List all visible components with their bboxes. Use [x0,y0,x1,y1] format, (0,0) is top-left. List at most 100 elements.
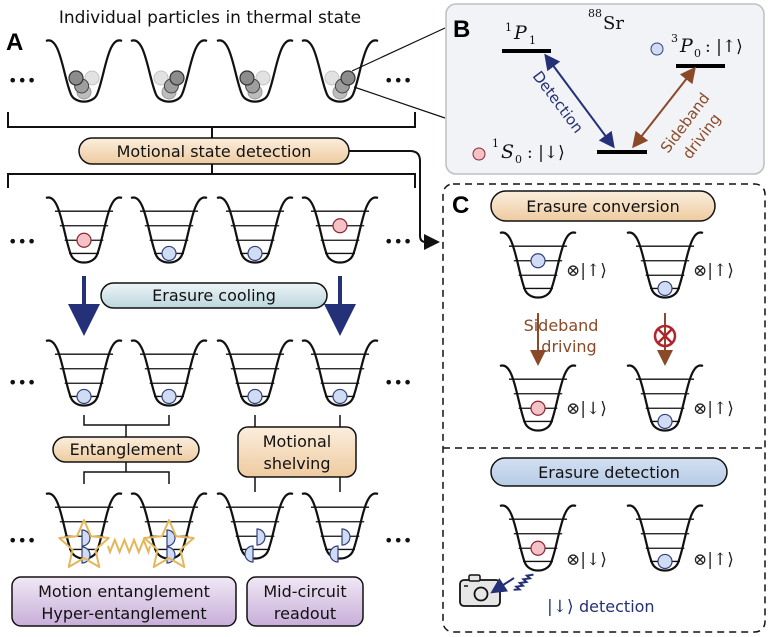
panel-b-letter: B [453,16,470,43]
detected-wells-row [45,196,379,264]
blue-particle-icon [657,553,673,570]
potential-well [216,39,294,103]
thermal-well [130,39,208,103]
c-sideband-label-line2: driving [541,337,596,356]
erasure-cooling-box [100,282,328,309]
potential-well [216,196,294,264]
up-state-particle-icon [650,42,664,56]
blue-particle-icon [332,388,348,405]
potential-well [301,39,379,103]
erasure-conversion-label: Erasure conversion [526,197,679,216]
blue-particle-icon [247,388,263,405]
half-qubit-icon [256,528,266,546]
mid-circuit-readout-box [246,576,364,627]
level-1p1-label: P [513,22,528,44]
level-1s0-state: : |↓⟩ [527,143,565,163]
panel-a-letter: A [6,29,23,56]
half-qubit-icon [244,545,254,563]
ellipsis-right-row3: ••• [384,373,412,392]
potential-well [130,339,208,407]
blue-particle-icon [530,253,546,269]
potential-well [130,196,208,264]
potential-well [499,504,577,572]
ellipsis-left-row2: ••• [8,232,36,251]
isotope-symbol: Sr [603,13,624,34]
entanglement-burst-icon [58,519,110,569]
panel-c-letter: C [452,192,469,219]
ellipsis-right-row4: ••• [384,531,412,550]
connector-to-panel-c [349,150,440,250]
final-well [130,492,208,569]
panel-c-border [442,183,766,633]
potential-well [626,504,704,572]
potential-well [45,339,123,407]
panel-a: A Individual particles in thermal state … [6,8,440,627]
thermal-particle-icon [84,70,100,86]
potential-well [499,364,577,432]
mid-circuit-label: Mid-circuit [263,582,346,601]
potential-well [301,339,379,407]
isotope-mass: 88 [588,7,602,20]
final-wells-row [45,492,379,569]
ellipsis-right-row2: ••• [384,232,412,251]
level-1p1-sub: 1 [529,34,536,47]
panel-c: C Erasure conversion ⊗|↑⟩⊗|↓⟩⊗|↓⟩⊗|↑⟩⊗|↑… [442,183,766,633]
thermal-well [216,39,294,103]
red-particle-icon [332,218,348,234]
cooled-well [45,339,123,407]
level-1s0-sup: 1 [492,137,499,150]
motional-shelving-box [237,426,357,478]
half-qubit-icon [329,545,339,563]
panel-c-wells: ⊗|↑⟩⊗|↓⟩⊗|↓⟩⊗|↑⟩⊗|↑⟩⊗|↑⟩ [499,231,734,572]
photon-wave-icon [513,573,534,591]
conversion-well-before [626,231,704,299]
red-particle-icon [530,540,546,556]
state-ket-label: ⊗|↑⟩ [566,261,607,281]
down-detection-ket: |↓⟩ [547,597,574,617]
potential-well [626,231,704,299]
potential-well [216,492,294,560]
thermal-wells-row [45,39,379,103]
blue-particle-icon [657,280,673,297]
bracket-entanglement [83,415,170,437]
thermal-particle-icon [239,70,255,86]
forbidden-transition-icon [653,324,677,348]
down-state-particle-icon [472,147,486,161]
shelving-connectors [254,415,341,427]
entanglement-label: Entanglement [70,440,183,459]
panel-b: B 88 Sr 1 P 1 3 P 0 : |↑⟩ 1 S 0 : |↓⟩ De… [445,3,765,175]
detected-well [216,196,294,264]
level-1s0-sub: 0 [515,153,522,166]
conversion-well-after [626,364,704,432]
red-particle-icon [76,232,92,248]
c-sideband-label-line1: Sideband [524,316,599,335]
cooled-wells-row [45,339,379,407]
thermal-particle-icon [255,70,271,86]
state-ket-label: ⊗|↑⟩ [693,399,734,419]
potential-well [626,364,704,432]
blue-particle-icon [161,388,177,405]
conversion-well-after [499,364,577,432]
bracket-thermal [7,112,416,138]
blue-particle-icon [657,413,673,430]
potential-well [45,196,123,264]
potential-well [45,39,123,103]
erasure-conversion-box [490,190,716,222]
erasure-detection-label: Erasure detection [538,463,680,482]
motional-shelving-label-line2: shelving [264,454,331,473]
camera-icon [459,574,501,607]
final-well [301,492,379,563]
detected-well [45,196,123,264]
ellipsis-right-row1: ••• [384,71,412,90]
motional-state-detection-label: Motional state detection [117,142,312,161]
thermal-well [301,39,379,103]
potential-well [301,492,379,560]
level-3p0-label: P [679,35,694,57]
half-qubit-icon [341,528,351,546]
blue-particle-icon [247,245,263,262]
thermal-well [45,39,123,103]
entanglement-burst-icon [143,519,195,569]
shelving-connectors-out [254,477,341,492]
level-1p1-sup: 1 [505,21,512,34]
